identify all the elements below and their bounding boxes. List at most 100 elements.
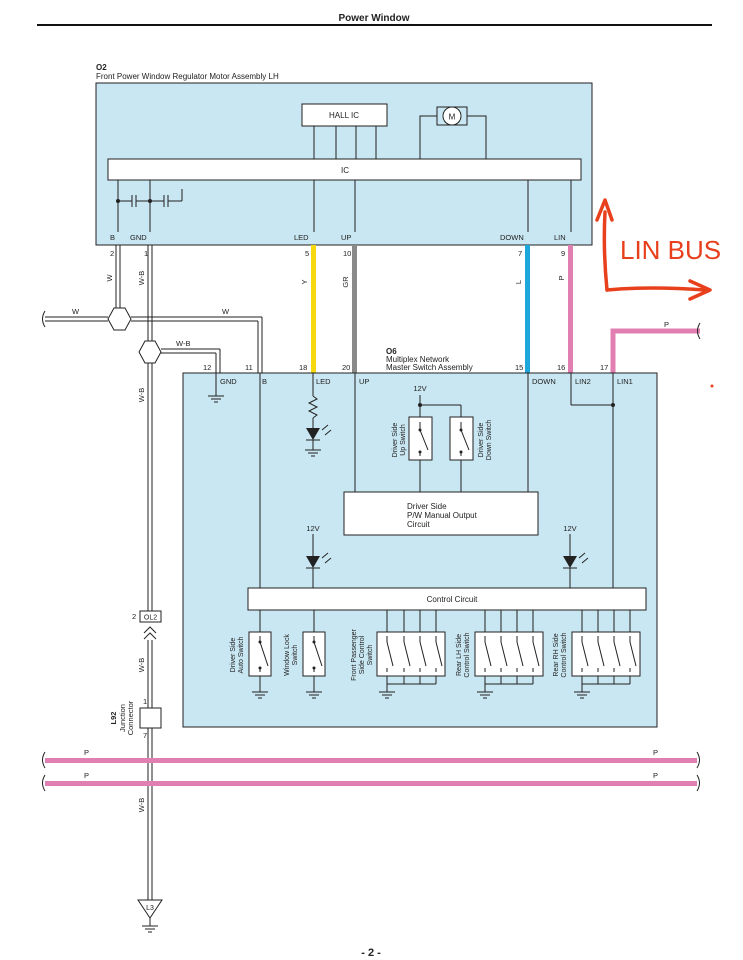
wire-blue-down [525,245,530,373]
junction-name-line2: Connector [126,700,135,735]
master-pin-led: 18 [299,363,307,372]
junction-dot [116,199,120,203]
rear-lh-label-line2: Control Switch [464,632,471,677]
hall-ic-box [301,103,388,127]
rear-rh-label-line1: Rear RH Side [553,633,560,676]
driver-down-switch [449,416,474,461]
master-terminal-b: B [262,377,267,386]
rear-lh-switch [474,631,544,677]
motor-pin-down: 7 [518,249,522,258]
motor-terminal-down: DOWN [500,233,524,242]
motor-pin-gnd: 1 [144,249,148,258]
manual-output-circuit-box [343,491,539,536]
control-circuit-box [247,587,647,611]
manual-output-line2: P/W Manual Output [407,511,478,520]
down-switch-label-line2: Down Switch [486,420,493,461]
ground-icon [142,918,158,933]
page-number: - 2 - [361,947,381,959]
motor-terminal-led: LED [294,233,309,242]
master-terminal-up: UP [359,377,369,386]
lin-bus-label-2-left: P [84,771,89,780]
lock-switch-label-line1: Window Lock [284,634,291,676]
motor-assembly-name: Front Power Window Regulator Motor Assem… [96,72,279,81]
wire-label-w-left: W [72,307,80,316]
control-circuit-label: Control Circuit [427,595,478,604]
lin-bus-label-2-right: P [653,771,658,780]
page-title: Power Window [338,13,409,24]
motor-terminal-lin: LIN [554,233,566,242]
wire-label-w-vertical: W [105,274,114,282]
wire-break-mark [697,322,701,340]
supply-12v-switches: 12V [413,384,426,393]
annotation-dot [710,384,714,388]
front-passenger-label-line3: Switch [367,645,374,666]
wire-label-p-lin1: P [664,320,669,329]
auto-switch-label-line1: Driver Side [230,638,237,673]
master-pin-up: 20 [342,363,350,372]
supply-12v-led-right: 12V [563,524,576,533]
front-passenger-switch [376,631,446,677]
wire-pink-lin [568,245,573,373]
junction-dot [418,403,422,407]
wire-label-wb-lower: W-B [137,658,146,672]
lin-bus-label-1-left: P [84,748,89,757]
lin-bus-annotation-arrow [595,198,712,301]
manual-output-line1: Driver Side [407,502,447,511]
wire-label-p: P [557,275,566,280]
wire-pink-lin1 [610,328,700,373]
wire-gray-up [352,245,357,373]
motor-internal-wiring [117,180,572,232]
splice-w [107,307,132,331]
master-pin-b: 11 [245,363,253,372]
ic-box [107,158,582,181]
motor-pin-b: 2 [110,249,114,258]
splice-wb [138,340,162,364]
supply-12v-led-left: 12V [306,524,319,533]
connector-ol2-label: OL2 [144,615,157,622]
wire-label-y: Y [300,279,309,284]
junction-dot [148,199,152,203]
junction-connector [139,707,162,729]
motor-assembly-code: O2 [96,63,107,72]
hall-ic-label: HALL IC [329,111,359,120]
master-terminal-lin2: LIN2 [575,377,591,386]
ground-l3-triangle [137,899,163,919]
lin-bus-line-2 [45,781,697,786]
lin-bus-break-marks [42,751,700,792]
switch-cluster-wiring [252,610,631,699]
master-internal-wiring [208,373,614,588]
manual-output-line3: Circuit [407,520,430,529]
wire-label-gr: GR [341,276,350,288]
rear-rh-switch [571,631,641,677]
junction-pin-7: 7 [143,731,147,740]
master-pin-gnd: 12 [203,363,211,372]
master-switch-name-line1: Multiplex Network [386,355,450,364]
rear-lh-label-line1: Rear LH Side [456,634,463,676]
connector-ol2 [139,610,162,623]
motor-pin-lin: 9 [561,249,565,258]
led-icon [306,552,332,569]
master-terminal-gnd: GND [220,377,237,386]
master-pin-lin1: 17 [600,363,608,372]
wire-wb-harness [147,245,221,900]
led-icon [563,552,589,569]
hall-ic-leads [313,126,377,159]
up-switch-label-line2: Up Switch [400,424,407,456]
lock-switch-label-line2: Switch [292,645,299,666]
motor-terminal-gnd: GND [130,233,147,242]
motor-icon: M [419,106,487,159]
auto-switch-label-line2: Auto Switch [238,636,245,673]
junction-code: L92 [109,712,118,725]
junction-name-line1: Junction [118,704,127,732]
wire-yellow-led [311,245,316,373]
led-icon [306,424,332,441]
front-passenger-label-line2: Side Control [359,635,366,674]
master-switch-code: O6 [386,347,397,356]
down-switch-label-line1: Driver Side [478,423,485,458]
wire-label-wb-bottom: W-B [137,798,146,812]
wire-w-harness [42,245,263,373]
lin-bus-label-1-right: P [653,748,658,757]
master-terminal-lin1: LIN1 [617,377,633,386]
front-passenger-label-line1: Front Passenger [351,628,358,680]
